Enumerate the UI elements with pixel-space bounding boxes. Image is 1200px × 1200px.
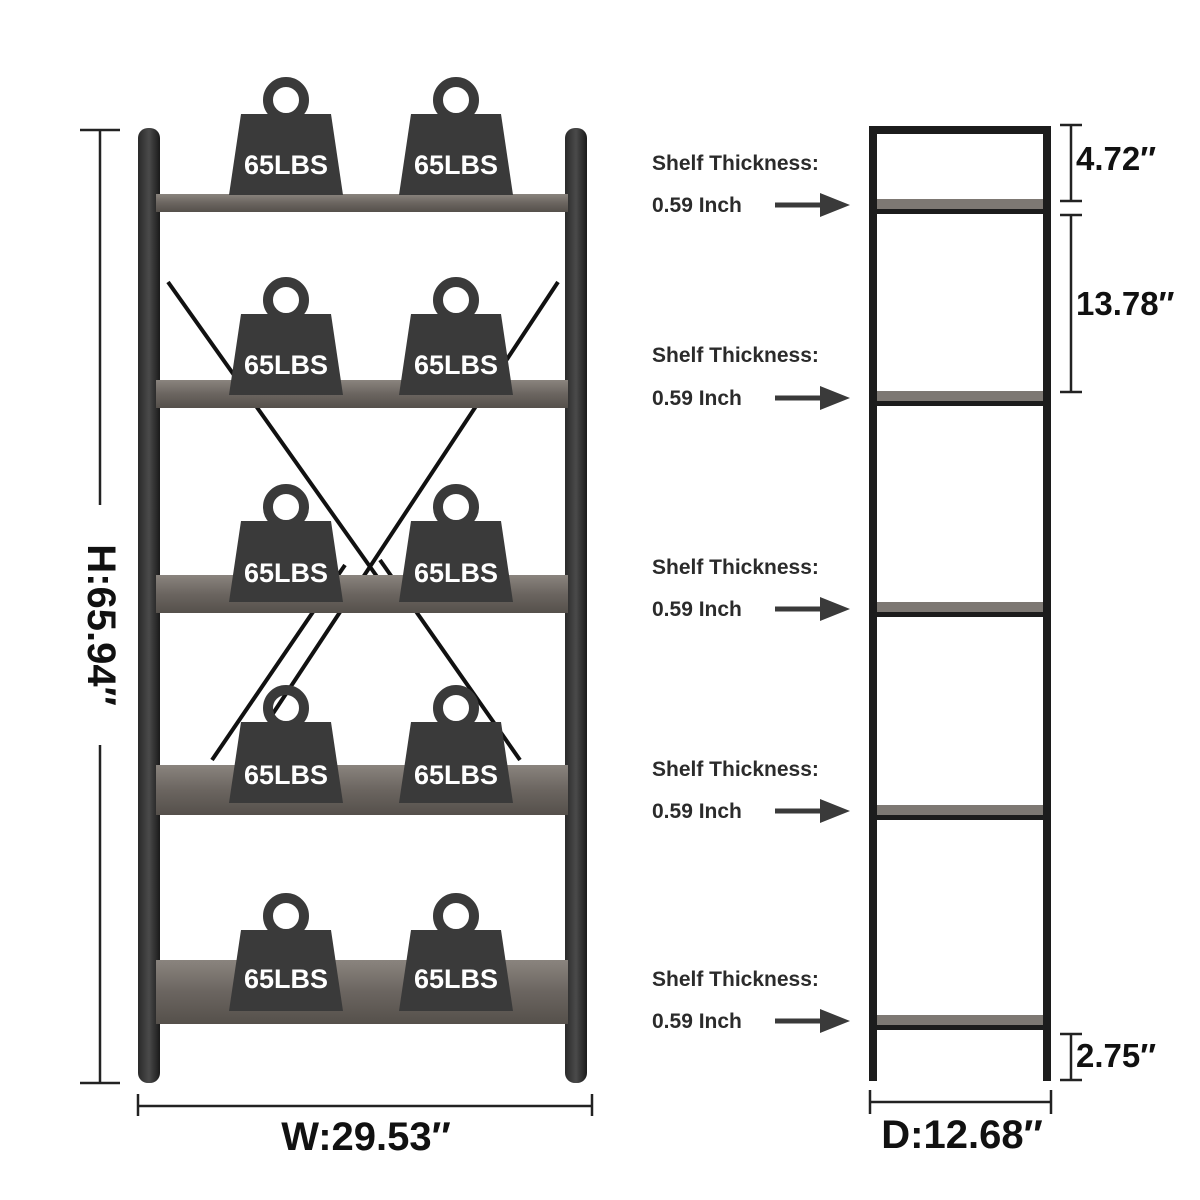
height-label: H:65.94″ (79, 544, 123, 705)
shelf-gap-label: 13.78″ (1076, 285, 1175, 322)
callout-value: 0.59 Inch (652, 800, 742, 823)
callout-title: Shelf Thickness: (652, 758, 819, 781)
weight-icon: 65LBS (229, 277, 343, 395)
depth-label: D:12.68″ (881, 1113, 1042, 1157)
side-shelves (877, 199, 1043, 1030)
side-shelf (877, 805, 1043, 820)
weight-label: 65LBS (414, 760, 498, 790)
weight-label: 65LBS (414, 964, 498, 994)
weight-icon: 65LBS (399, 77, 513, 195)
shelf-1 (156, 194, 568, 212)
left-post (138, 128, 160, 1083)
weight-label: 65LBS (244, 760, 328, 790)
width-dimension (136, 1094, 594, 1116)
height-dimension (80, 128, 120, 1085)
side-shelf (877, 199, 1043, 214)
weight-label: 65LBS (414, 350, 498, 380)
callout-title: Shelf Thickness: (652, 344, 819, 367)
arrow-right-icon (775, 386, 850, 410)
weight-icon: 65LBS (399, 277, 513, 395)
weight-icon: 65LBS (399, 893, 513, 1011)
width-label: W:29.53″ (281, 1115, 451, 1159)
callout-value: 0.59 Inch (652, 1010, 742, 1033)
front-view: 65LBS 65LBS 65LBS 65LBS 65LBS 65LBS (79, 77, 594, 1159)
weight-label: 65LBS (244, 350, 328, 380)
weight-label: 65LBS (244, 150, 328, 180)
depth-dimension (868, 1090, 1053, 1114)
arrow-right-icon (775, 193, 850, 217)
shelf-gap-dimension (1060, 213, 1082, 394)
arrow-right-icon (775, 1009, 850, 1033)
side-shelf (877, 391, 1043, 406)
weight-icon: 65LBS (229, 893, 343, 1011)
callout-title: Shelf Thickness: (652, 968, 819, 991)
front-shelves (156, 194, 568, 1024)
weight-icon: 65LBS (399, 484, 513, 602)
arrow-right-icon (775, 799, 850, 823)
thickness-callout: Shelf Thickness: 0.59 Inch (652, 344, 850, 410)
top-gap-label: 4.72″ (1076, 140, 1156, 177)
side-frame (869, 126, 1051, 1081)
bottom-gap-dimension (1060, 1032, 1082, 1082)
weight-icon: 65LBS (229, 77, 343, 195)
weight-icon: 65LBS (399, 685, 513, 803)
thickness-callout: Shelf Thickness: 0.59 Inch (652, 968, 850, 1033)
side-shelf (877, 1015, 1043, 1030)
callout-title: Shelf Thickness: (652, 152, 819, 175)
callout-title: Shelf Thickness: (652, 556, 819, 579)
weight-label: 65LBS (414, 558, 498, 588)
arrow-right-icon (775, 597, 850, 621)
side-view: Shelf Thickness: 0.59 Inch Shelf Thickne… (652, 123, 1175, 1157)
thickness-callout: Shelf Thickness: 0.59 Inch (652, 758, 850, 823)
bottom-gap-label: 2.75″ (1076, 1037, 1156, 1074)
callout-value: 0.59 Inch (652, 598, 742, 621)
weight-label: 65LBS (244, 558, 328, 588)
callout-value: 0.59 Inch (652, 387, 742, 410)
right-post (565, 128, 587, 1083)
weight-icon: 65LBS (229, 484, 343, 602)
top-gap-dimension (1060, 123, 1082, 203)
side-shelf (877, 602, 1043, 617)
callout-value: 0.59 Inch (652, 194, 742, 217)
thickness-callout: Shelf Thickness: 0.59 Inch (652, 152, 850, 217)
thickness-callout: Shelf Thickness: 0.59 Inch (652, 556, 850, 621)
weight-icon: 65LBS (229, 685, 343, 803)
weight-label: 65LBS (244, 964, 328, 994)
weight-label: 65LBS (414, 150, 498, 180)
